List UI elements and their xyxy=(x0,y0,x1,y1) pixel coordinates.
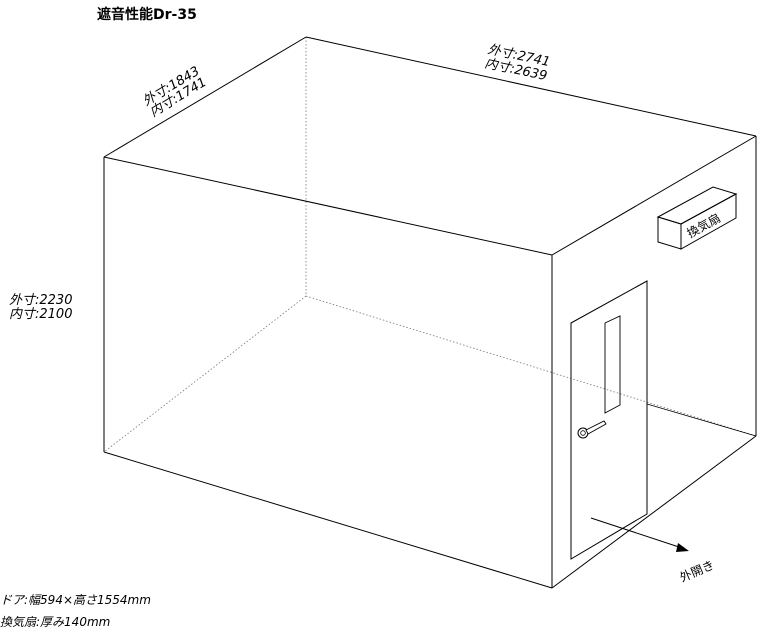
height-outer: 外寸:2230 xyxy=(9,293,72,308)
door-window xyxy=(604,315,621,414)
booth-box xyxy=(103,36,757,589)
door-opening-arrow-icon xyxy=(590,517,689,552)
fan-thickness-note: 換気扇:厚み140mm xyxy=(0,615,110,629)
door xyxy=(570,280,648,560)
inner-wall-lines xyxy=(646,403,757,500)
height-inner: 内寸:2100 xyxy=(9,307,72,322)
door-opening-label: 外開き xyxy=(678,558,717,585)
ventilation-fan: 換気扇 xyxy=(656,186,738,250)
hidden-edges xyxy=(103,37,757,453)
diagram-title: 遮音性能Dr-35 xyxy=(97,6,197,23)
depth-dimension: 外寸:1843 内寸:1741 xyxy=(140,64,209,121)
door-handle-icon xyxy=(577,420,607,439)
door-size-note: ドア:幅594×高さ1554mm xyxy=(0,593,151,607)
height-dimension: 外寸:2230 内寸:2100 xyxy=(9,293,72,322)
